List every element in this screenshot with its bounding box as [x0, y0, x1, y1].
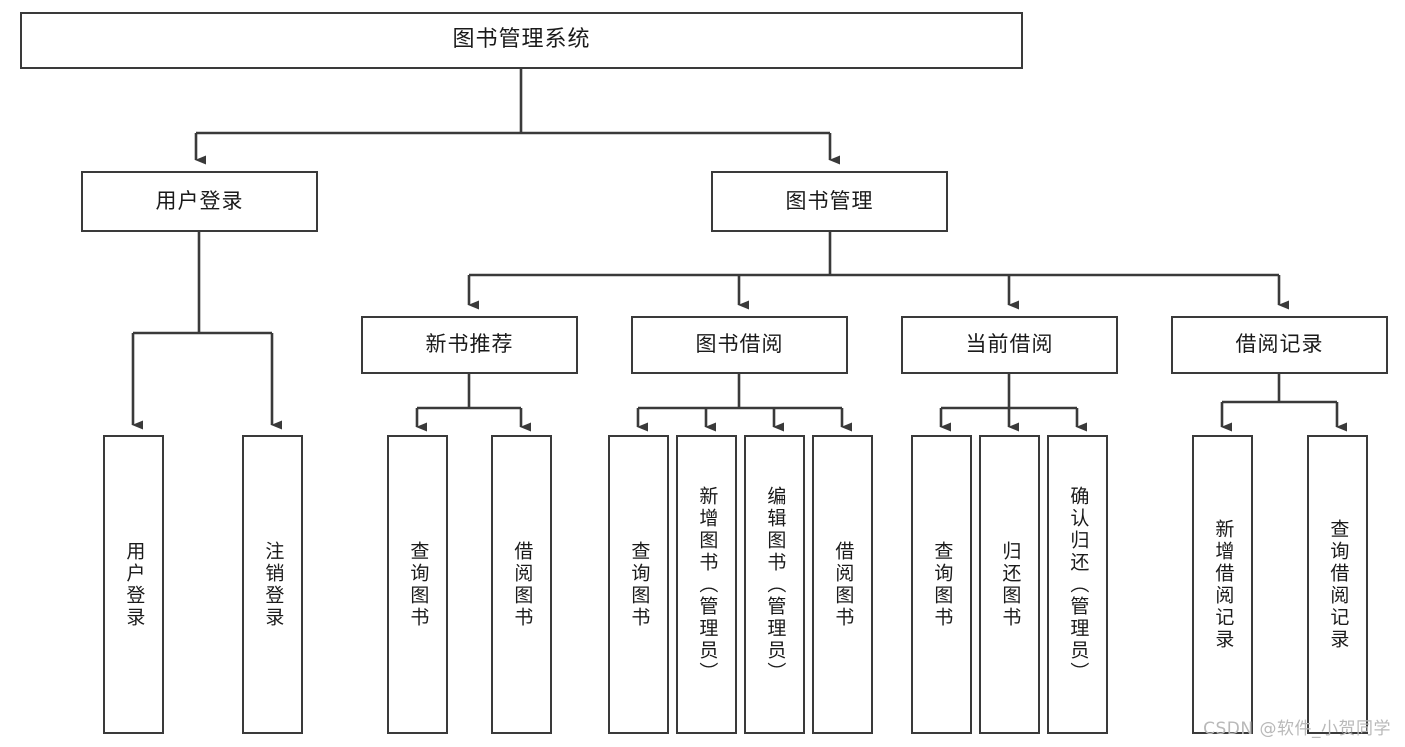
node-leaf-borrow-book-1[interactable]: 借阅图书 — [491, 435, 552, 734]
node-borrow-record-label: 借阅记录 — [1235, 332, 1324, 357]
node-root-label: 图书管理系统 — [452, 27, 591, 53]
node-new-book-recommend[interactable]: 新书推荐 — [361, 316, 578, 374]
node-leaf-query-book-2[interactable]: 查询图书 — [608, 435, 669, 734]
node-leaf-query-book-1[interactable]: 查询图书 — [387, 435, 448, 734]
node-leaf-add-book-label: 新增图书（管理员） — [696, 485, 719, 684]
node-leaf-add-record-label: 新增借阅记录 — [1212, 518, 1235, 651]
node-user-login-label: 用户登录 — [155, 188, 244, 213]
node-new-book-recommend-label: 新书推荐 — [425, 332, 514, 357]
node-user-login[interactable]: 用户登录 — [81, 171, 318, 232]
node-current-borrow[interactable]: 当前借阅 — [901, 316, 1118, 374]
node-root-book-management-system[interactable]: 图书管理系统 — [20, 12, 1023, 69]
node-leaf-edit-book-label: 编辑图书（管理员） — [764, 485, 787, 684]
node-leaf-query-record-label: 查询借阅记录 — [1327, 518, 1350, 651]
node-leaf-query-record[interactable]: 查询借阅记录 — [1307, 435, 1368, 734]
node-leaf-query-book-2-label: 查询图书 — [628, 540, 651, 629]
node-leaf-add-book[interactable]: 新增图书（管理员） — [676, 435, 737, 734]
node-leaf-user-login[interactable]: 用户登录 — [103, 435, 164, 734]
node-book-management-label: 图书管理 — [785, 188, 874, 213]
node-book-management[interactable]: 图书管理 — [711, 171, 948, 232]
node-leaf-confirm-return[interactable]: 确认归还（管理员） — [1047, 435, 1108, 734]
node-leaf-user-login-label: 用户登录 — [123, 540, 146, 629]
node-current-borrow-label: 当前借阅 — [965, 332, 1054, 357]
node-leaf-add-record[interactable]: 新增借阅记录 — [1192, 435, 1253, 734]
node-leaf-query-book-3[interactable]: 查询图书 — [911, 435, 972, 734]
node-leaf-borrow-book-1-label: 借阅图书 — [511, 540, 534, 629]
node-leaf-confirm-return-label: 确认归还（管理员） — [1067, 485, 1090, 684]
node-borrow-record[interactable]: 借阅记录 — [1171, 316, 1388, 374]
node-leaf-return-book[interactable]: 归还图书 — [979, 435, 1040, 734]
node-leaf-borrow-book-2[interactable]: 借阅图书 — [812, 435, 873, 734]
node-leaf-logout-login[interactable]: 注销登录 — [242, 435, 303, 734]
node-leaf-borrow-book-2-label: 借阅图书 — [832, 540, 855, 629]
node-leaf-query-book-3-label: 查询图书 — [931, 540, 954, 629]
node-book-borrow[interactable]: 图书借阅 — [631, 316, 848, 374]
node-leaf-edit-book[interactable]: 编辑图书（管理员） — [744, 435, 805, 734]
node-book-borrow-label: 图书借阅 — [695, 332, 784, 357]
node-leaf-logout-login-label: 注销登录 — [262, 540, 285, 629]
node-leaf-query-book-1-label: 查询图书 — [407, 540, 430, 629]
node-leaf-return-book-label: 归还图书 — [999, 540, 1022, 629]
